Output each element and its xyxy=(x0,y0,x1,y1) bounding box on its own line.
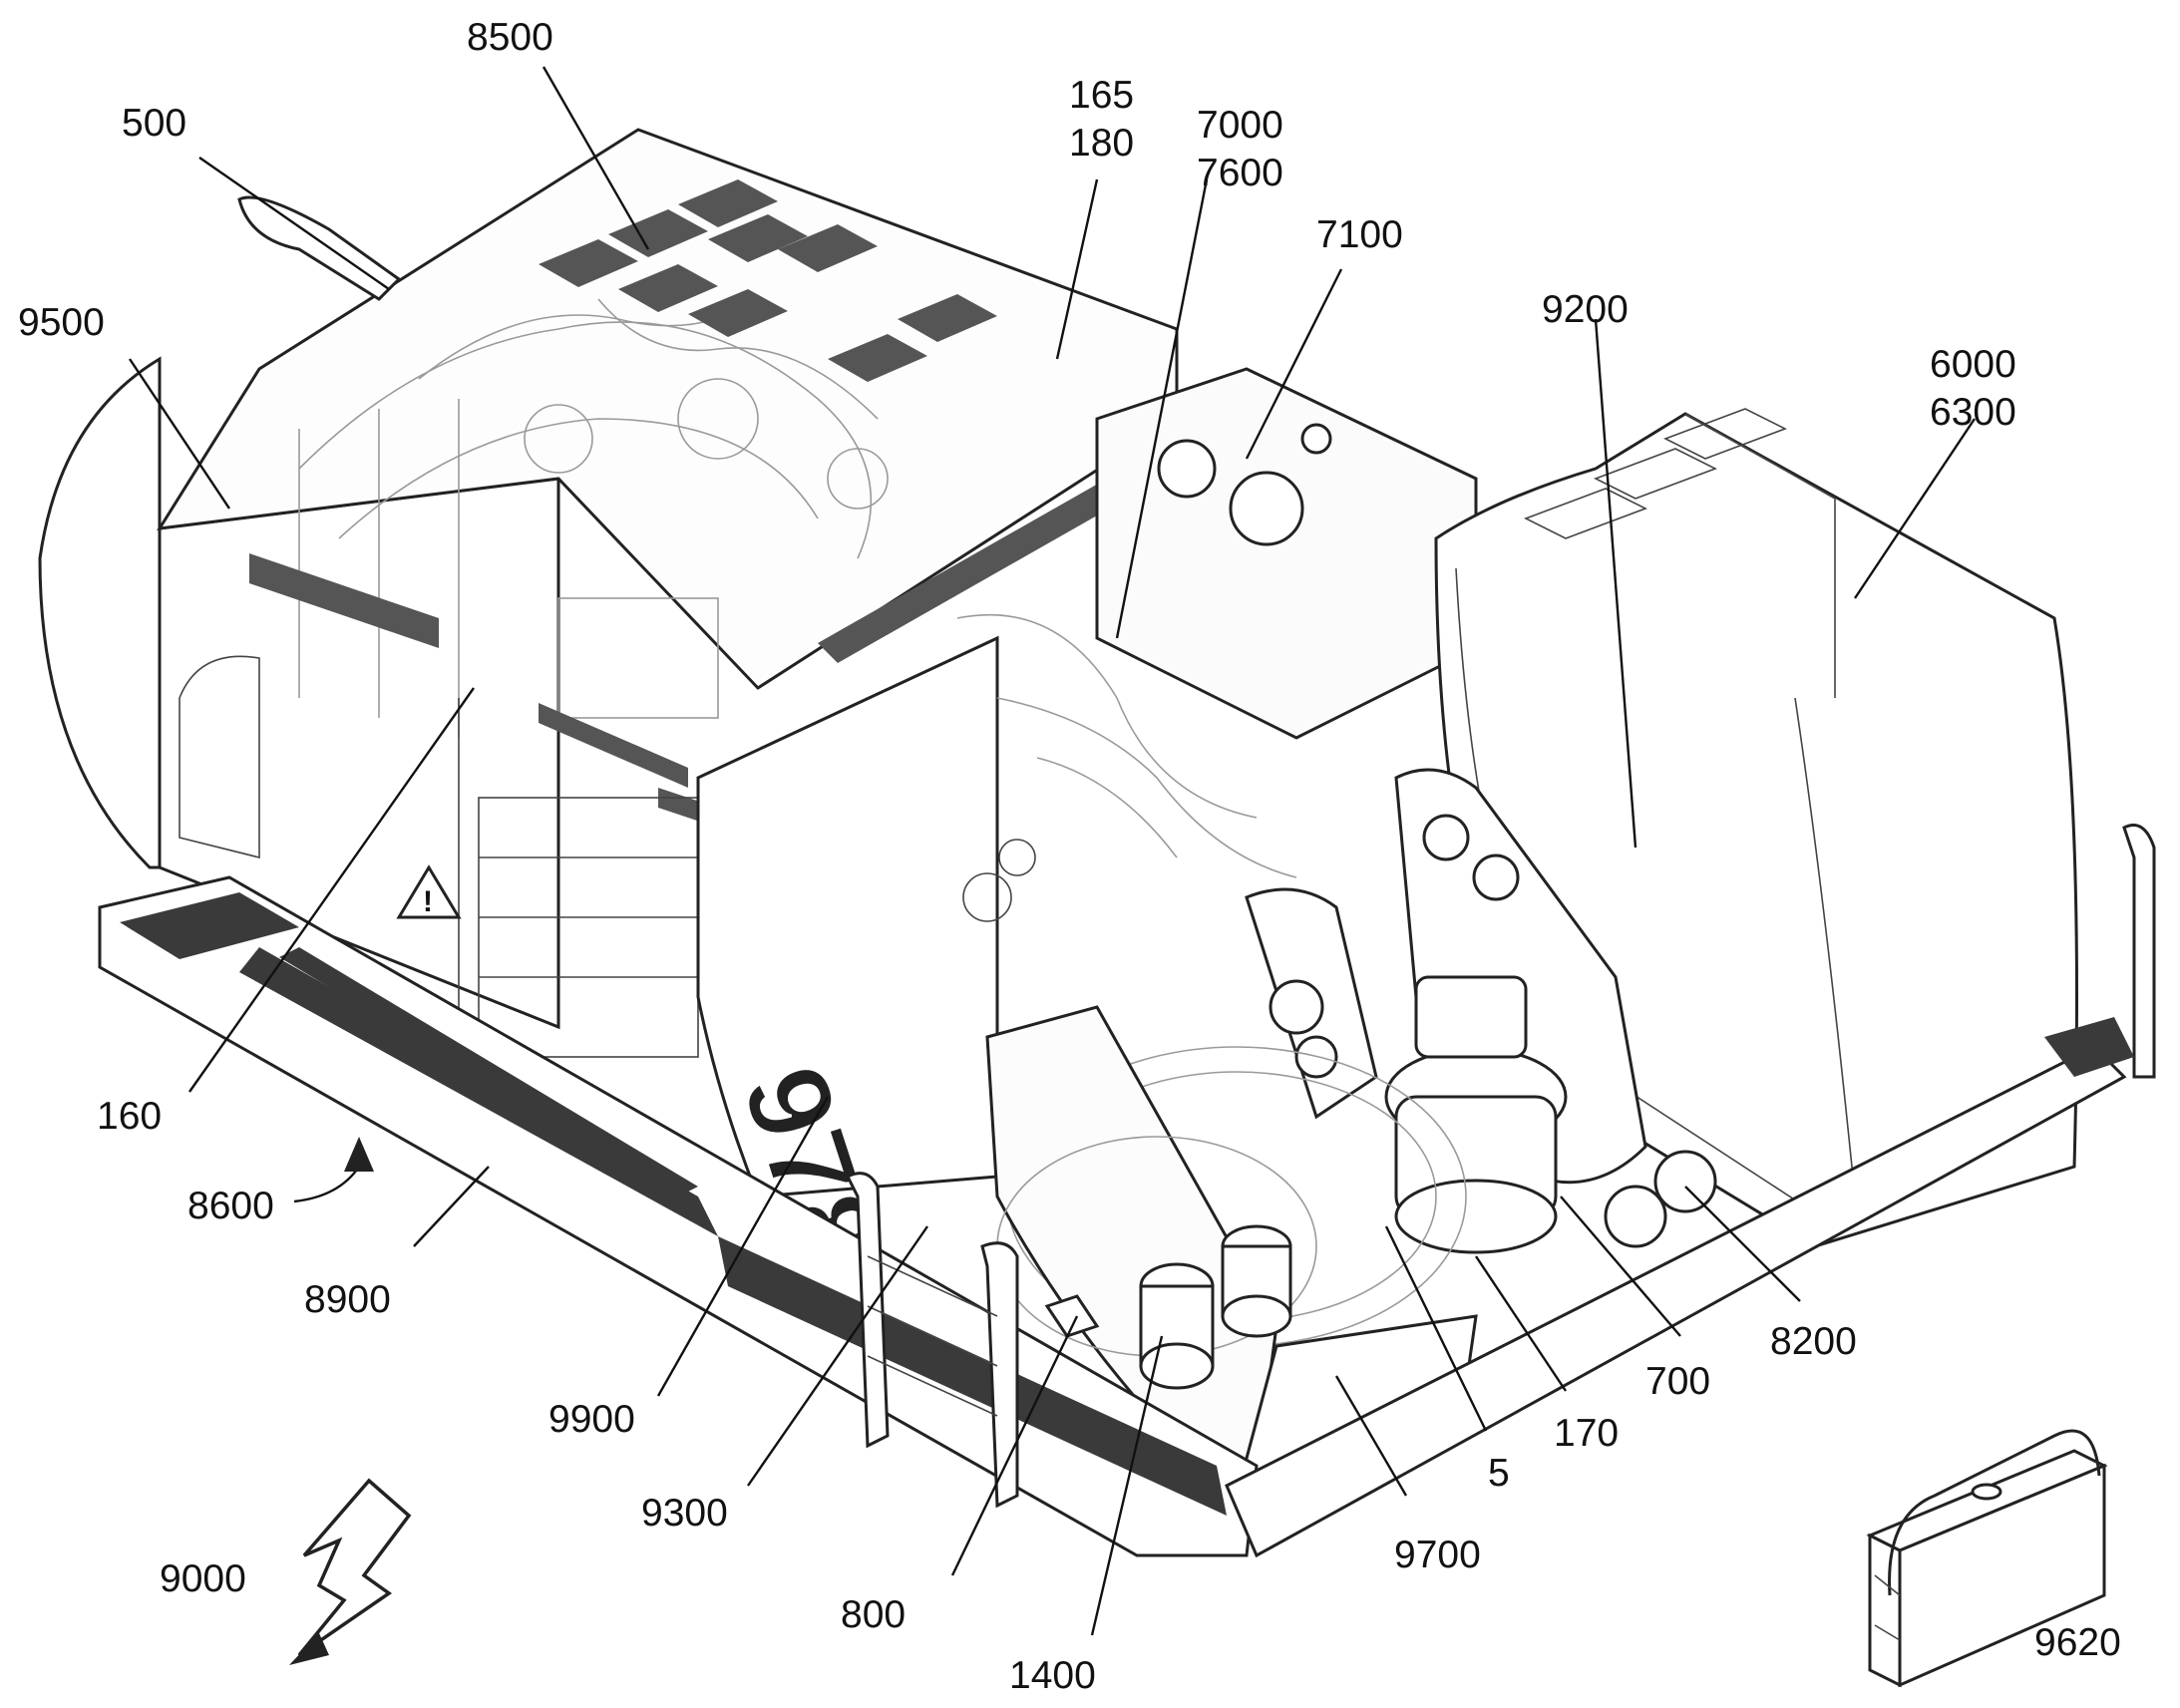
label-8600: 8600 xyxy=(187,1185,274,1227)
walkway-grate-rear xyxy=(120,892,299,959)
label-7000: 7000 xyxy=(1197,104,1283,147)
label-8500: 8500 xyxy=(467,16,553,59)
warning-sign-icon xyxy=(396,864,462,919)
label-9000: 9000 xyxy=(160,1557,246,1600)
label-8200: 8200 xyxy=(1770,1320,1857,1363)
reference-labels: 500 8500 165 180 7000 7600 7100 9500 920… xyxy=(18,16,2121,1697)
label-7600: 7600 xyxy=(1197,152,1283,194)
label-6000: 6000 xyxy=(1930,343,2016,386)
label-9620: 9620 xyxy=(2034,1621,2121,1664)
label-165: 165 xyxy=(1069,74,1134,117)
label-9200: 9200 xyxy=(1542,288,1629,331)
label-9500: 9500 xyxy=(18,301,105,344)
label-1400: 1400 xyxy=(1009,1654,1096,1697)
label-700: 700 xyxy=(1645,1360,1710,1403)
front-frame xyxy=(985,1005,1478,1499)
access-ladder xyxy=(845,1172,1100,1509)
label-800: 800 xyxy=(841,1593,906,1636)
electrical-lightning-icon xyxy=(289,1478,412,1665)
label-9900: 9900 xyxy=(548,1398,635,1441)
label-8900: 8900 xyxy=(304,1278,391,1321)
walkway-grate-side xyxy=(279,947,698,1196)
svg-text:!: ! xyxy=(423,885,433,918)
label-160: 160 xyxy=(97,1095,162,1138)
label-6300: 6300 xyxy=(1930,391,2016,434)
boom-mount xyxy=(1006,768,1717,1347)
base-frame xyxy=(98,875,2134,1558)
label-9300: 9300 xyxy=(641,1492,728,1535)
label-170: 170 xyxy=(1554,1412,1619,1455)
label-9700: 9700 xyxy=(1394,1534,1481,1576)
exhaust-pipe xyxy=(237,195,402,301)
label-7100: 7100 xyxy=(1316,213,1403,256)
hood-vent-grilles xyxy=(249,179,1127,828)
label-500: 500 xyxy=(122,102,186,145)
label-5: 5 xyxy=(1488,1452,1510,1495)
upper-structure: ! 978 xyxy=(38,128,1478,1283)
toolbox-icon xyxy=(1866,1429,2108,1688)
leader-lines xyxy=(129,66,1976,1636)
label-180: 180 xyxy=(1069,122,1134,165)
